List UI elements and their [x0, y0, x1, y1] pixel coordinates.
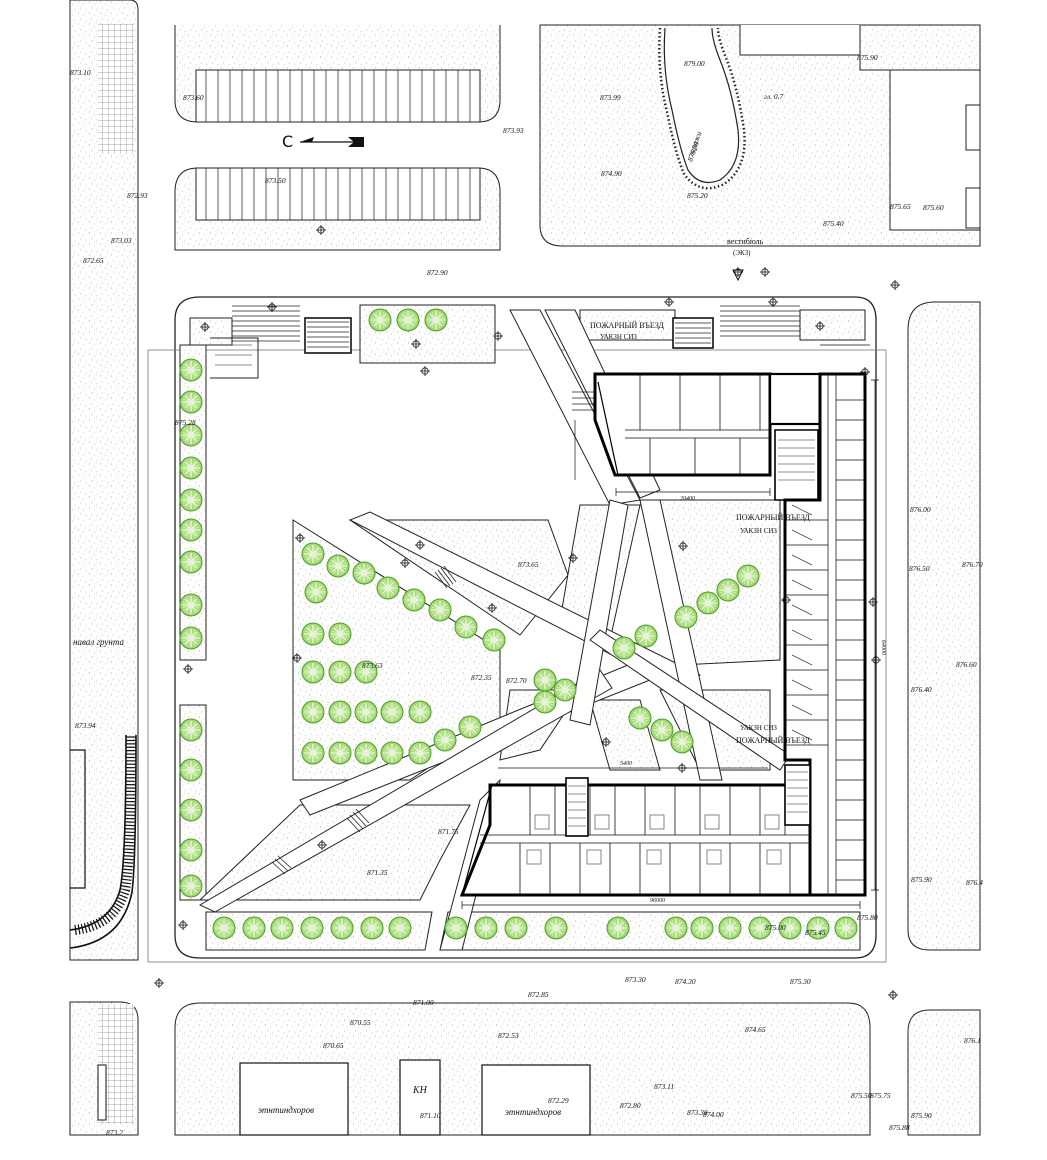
building	[459, 344, 879, 909]
elev-873-30: 873.30	[625, 975, 646, 984]
entrance-marker	[732, 269, 744, 282]
elev-872-29: 872.29	[548, 1096, 569, 1105]
kn-label: КН	[412, 1085, 428, 1096]
elev-871-00: 871.00	[413, 998, 434, 1007]
elev-875-60: 875.60	[923, 203, 944, 212]
garage-row	[658, 27, 746, 190]
elev-875-00: 875.00	[765, 923, 786, 932]
bottom-buildings	[97, 1059, 591, 1136]
building-north-wing	[593, 372, 772, 477]
elev-876-50b: 876.50	[909, 564, 930, 573]
building-2-label: этнтиндхоров	[505, 1107, 561, 1117]
elev-872-93: 872.93	[127, 191, 148, 200]
dim-top: 20400	[680, 495, 695, 502]
elev-871-35: 871.35	[367, 868, 388, 877]
elev-871-75: 871.75	[438, 827, 459, 836]
fire-entry-3: ПОЖАРНЫЙ ВЪЕЗД	[736, 736, 810, 745]
vestibule-sub: (ЭКЗ)	[733, 249, 751, 257]
elev-875-90: 875.90	[857, 53, 878, 62]
elev-876-4: 876.4	[966, 878, 983, 887]
left-lawn	[69, 0, 139, 961]
fire-entry-2-sub: УАКЗН СИЗ	[740, 527, 777, 535]
vestibule-label: вестибюль	[727, 237, 764, 246]
elev-874-90: 874.90	[601, 169, 622, 178]
fire-entry-2: ПОЖАРНЫЙ ВЪЕЗД	[736, 513, 810, 522]
elev-872-53: 872.53	[498, 1031, 519, 1040]
elev-876-40: 876.40	[911, 685, 932, 694]
elev-875-80: 875.80	[857, 913, 878, 922]
elev-875-65: 875.65	[890, 202, 911, 211]
elev-872-80: 872.80	[620, 1101, 641, 1110]
elev-876-00: 876.00	[910, 505, 931, 514]
elev-875-30: 875.30	[790, 977, 811, 986]
garage-block	[539, 24, 981, 247]
elev-872-65: 872.65	[83, 256, 104, 265]
garages-num: гл. 0.7	[764, 92, 783, 101]
right-lawn	[907, 301, 981, 951]
elev-873-65: 873.65	[518, 560, 539, 569]
elev-873-50: 873.50	[265, 176, 286, 185]
left-grid-paving	[98, 24, 134, 154]
elev-873-03: 873.03	[111, 236, 132, 245]
elev-875-20: 875.20	[687, 191, 708, 200]
building-1-label: этнтиндхоров	[258, 1105, 314, 1115]
elev-875-75: 875.75	[870, 1091, 891, 1100]
elev-873-60: 873.60	[183, 93, 204, 102]
elev-872-85: 872.85	[528, 990, 549, 999]
ground-areas	[69, 0, 981, 1136]
fire-entry-1-sub: УАКЗН СИЗ	[600, 333, 637, 341]
parking-stalls	[205, 70, 471, 220]
elev-874-65: 874.65	[745, 1025, 766, 1034]
elev-873-93: 873.93	[503, 126, 524, 135]
elev-875-9b: 875.90	[911, 1111, 932, 1120]
dim-right: 64000	[880, 640, 887, 655]
elev-879-00: 879.00	[684, 59, 705, 68]
elev-873-11: 873.11	[654, 1082, 674, 1091]
building-east-wing	[783, 372, 867, 897]
north-letter: С	[282, 132, 293, 151]
elev-870-55: 870.55	[350, 1018, 371, 1027]
courtyard	[198, 309, 861, 951]
elev-876-60: 876.60	[956, 660, 977, 669]
bottom-building-kn	[399, 1059, 441, 1136]
dim-mid: 5400	[620, 760, 632, 767]
lawn-sc	[589, 699, 661, 771]
elev-875-96: 875.90	[911, 875, 932, 884]
elev-875-50: 875.50	[851, 1091, 872, 1100]
elev-873-10: 873.10	[70, 68, 91, 77]
elev-873-2: 873.2	[106, 1128, 123, 1137]
elev-873-63: 873.63	[362, 661, 383, 670]
elev-875-45: 875.45	[805, 928, 826, 937]
elev-875-40: 875.40	[823, 219, 844, 228]
elev-872-70: 872.70	[506, 676, 527, 685]
elev-876-70: 876.70	[962, 560, 983, 569]
elev-875-38: 873.38	[687, 1108, 708, 1117]
soil-pile: навал грунта	[73, 637, 124, 647]
site-boundary	[147, 296, 887, 963]
elev-873-94: 873.94	[75, 721, 96, 730]
left-structure	[69, 734, 137, 949]
elev-872-90: 872.90	[427, 268, 448, 277]
bottom-right-lawn	[907, 1009, 981, 1136]
north-arrow: С	[282, 132, 364, 151]
bottom-building-right	[481, 1064, 591, 1136]
elev-870-65: 870.65	[323, 1041, 344, 1050]
fire-entry-1: ПОЖАРНЫЙ ВЪЕЗД	[590, 321, 664, 330]
elev-876-1: 876.1	[964, 1036, 981, 1045]
elev-875-28: 875.28	[175, 418, 196, 427]
building-south-wing	[459, 783, 812, 897]
elev-873-99: 873.99	[600, 93, 621, 102]
elev-874-30: 874.30	[675, 977, 696, 986]
dim-bottom: 96000	[650, 898, 665, 904]
elev-872-35: 872.35	[471, 673, 492, 682]
labels: 873.10 873.60 873.93 873.50 872.93 873.0…	[70, 53, 983, 1137]
elev-875-88: 875.88	[889, 1123, 910, 1132]
elev-874-00: 874.00	[703, 1110, 724, 1119]
bottom-building-left	[239, 1062, 349, 1136]
elev-871-10: 871.10	[420, 1111, 441, 1120]
fire-entry-3-sub: УАКЗН СИЗ	[740, 724, 777, 732]
